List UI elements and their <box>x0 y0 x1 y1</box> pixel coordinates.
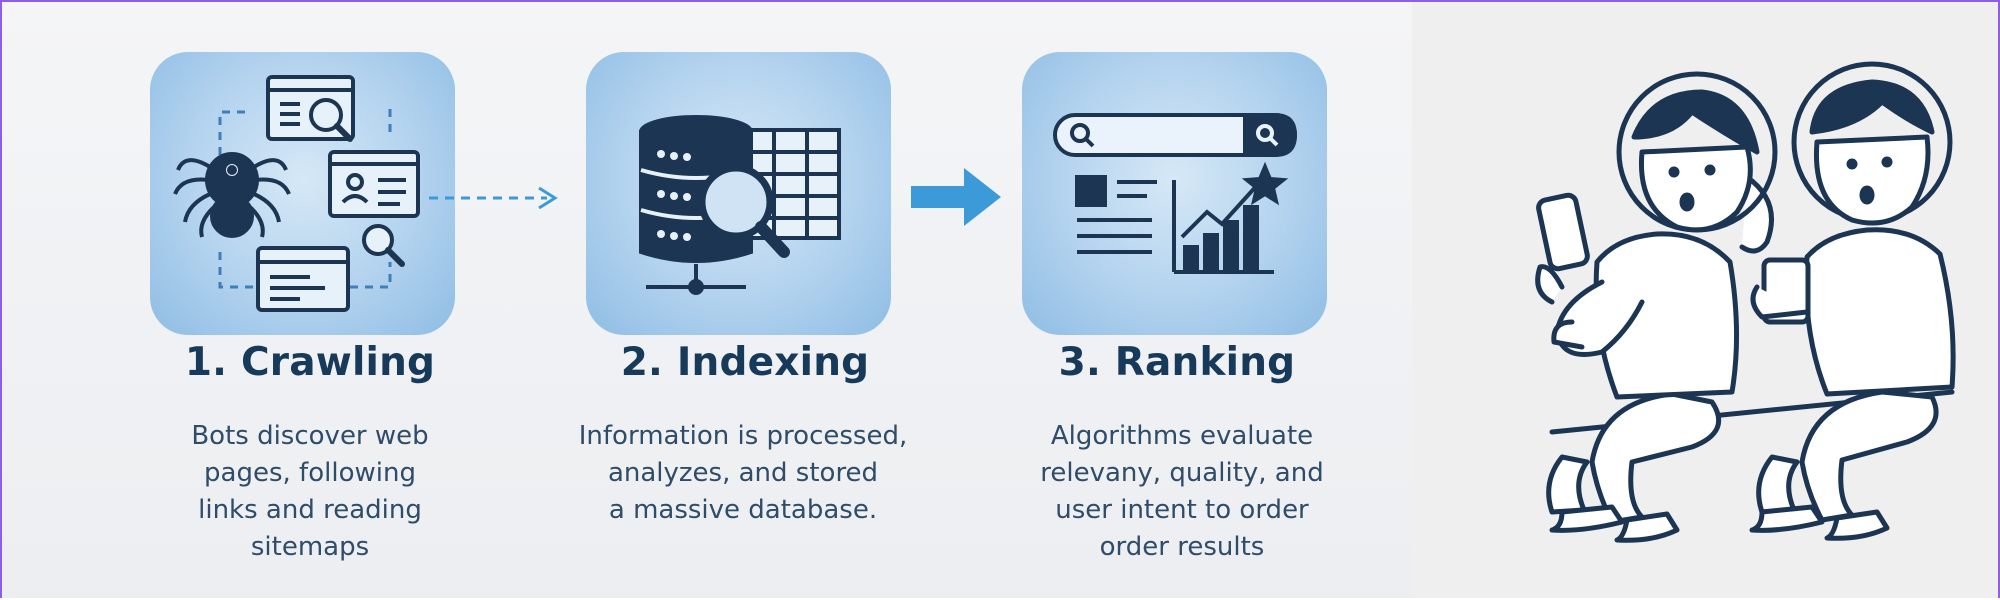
description-line: relevany, quality, and <box>1040 458 1324 488</box>
people-illustration-panel <box>1412 2 1998 598</box>
spider-icon <box>173 152 291 238</box>
browser-window-icon <box>256 246 350 312</box>
ranking-tile <box>1022 52 1327 335</box>
description-line: analyzes, and stored <box>607 458 879 488</box>
description-line: Bots discover web <box>191 421 429 451</box>
profile-card-icon <box>328 150 420 218</box>
bar-chart-icon <box>1172 178 1274 274</box>
description-line: user intent to order <box>1055 495 1309 525</box>
step-description-crawling: Bots discover web pages, following links… <box>110 418 510 566</box>
ranking-illustration <box>1053 113 1298 274</box>
step-description-indexing: Information is processed, analyzes, and … <box>543 418 943 529</box>
indexing-illustration <box>639 115 841 295</box>
crawling-illustration <box>173 75 420 312</box>
description-line: sitemaps <box>250 532 370 562</box>
description-line: order results <box>1099 532 1265 562</box>
description-line: a massive database. <box>608 495 878 525</box>
database-icon <box>639 115 753 263</box>
description-line: Information is processed, <box>578 421 908 451</box>
network-node-icon <box>646 264 746 295</box>
magnifier-icon <box>362 224 405 267</box>
step-title-ranking: 3. Ranking <box>1058 340 1296 385</box>
two-people-looking-at-phone-illustration <box>1535 61 1956 543</box>
description-line: Algorithms evaluate <box>1050 421 1314 451</box>
magnifier-icon <box>698 164 790 258</box>
indexing-tile <box>586 52 891 335</box>
description-line: pages, following <box>204 458 416 488</box>
star-icon <box>1241 161 1289 206</box>
step-title-crawling: 1. Crawling <box>184 340 436 385</box>
description-line: links and reading <box>198 495 422 525</box>
magnifier-icon <box>309 98 353 142</box>
step-description-ranking: Algorithms evaluate relevany, quality, a… <box>982 418 1382 566</box>
crawling-tile <box>150 52 455 335</box>
step-title-indexing: 2. Indexing <box>620 340 870 385</box>
search-bar-icon <box>1053 113 1298 157</box>
document-icon <box>1075 175 1157 254</box>
